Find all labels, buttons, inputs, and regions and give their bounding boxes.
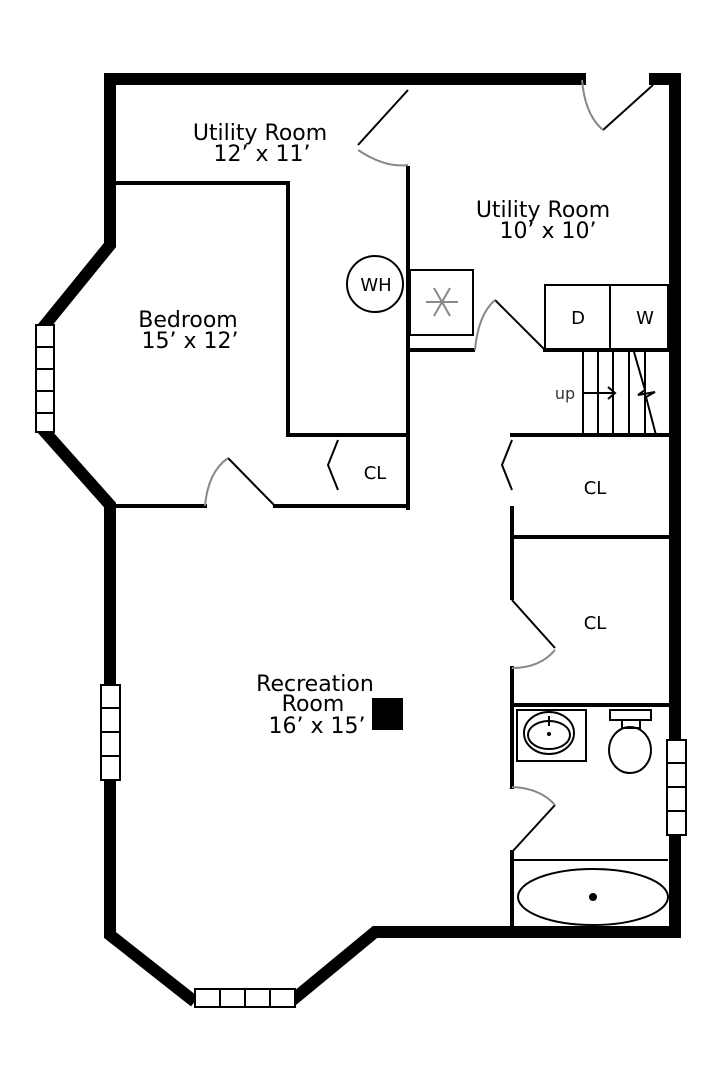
water-heater-label: WH <box>360 275 391 296</box>
stairs-arrow-icon <box>583 386 617 400</box>
washer-label: W <box>636 308 654 329</box>
utility-room-2-size: 10’ x 10’ <box>500 219 597 244</box>
water-heater <box>346 255 404 313</box>
door-closet-right <box>511 599 556 669</box>
window-left-bay <box>35 324 55 433</box>
stairs-up-label: up <box>555 384 575 403</box>
window-right <box>666 739 687 836</box>
recreation-room-name-1: Recreation <box>256 672 374 697</box>
window-bottom <box>194 988 296 1008</box>
door-exterior <box>581 79 654 131</box>
door-bathroom <box>511 786 556 853</box>
utility-room-2-name: Utility Room <box>476 198 610 223</box>
bifold-door-closet-right <box>500 439 513 491</box>
utility-room-1-name: Utility Room <box>193 121 327 146</box>
recreation-room-size: 16’ x 15’ <box>269 714 366 739</box>
stairs <box>582 350 657 436</box>
dryer-label: D <box>571 308 585 329</box>
column <box>372 698 403 730</box>
closet-label: CL <box>584 478 607 499</box>
door-bedroom <box>204 457 276 507</box>
closet-label: CL <box>584 613 607 634</box>
bathtub <box>517 868 669 926</box>
bedroom-size: 15’ x 12’ <box>142 329 239 354</box>
closet-label: CL <box>364 463 387 484</box>
bedroom-name: Bedroom <box>138 308 238 333</box>
furnace-snowflake-icon <box>409 269 474 336</box>
door-laundry <box>474 299 546 351</box>
washer <box>609 284 669 351</box>
door-utility-room <box>357 89 409 167</box>
bifold-door-closet-left <box>326 439 339 491</box>
utility-room-1-size: 12’ x 11’ <box>214 142 311 167</box>
window-left <box>100 684 121 781</box>
recreation-room-name-2: Room <box>282 692 345 717</box>
toilet <box>608 709 652 774</box>
sink <box>516 709 587 762</box>
